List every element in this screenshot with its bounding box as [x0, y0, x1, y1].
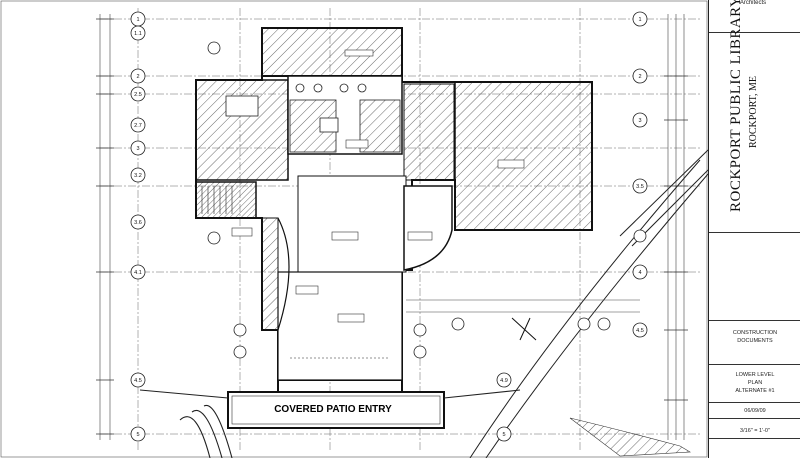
planting-area — [569, 417, 691, 457]
hatched-room-east — [454, 81, 593, 231]
stair-treads — [201, 186, 233, 214]
grid-bubble-labels: 1 1.1 2 2.5 2.7 3 3.2 3.6 4.1 4.5 5 1 2 3 3.5 4… — [134, 17, 644, 438]
dimension-ticks — [96, 18, 688, 435]
mechanical-room — [261, 27, 403, 77]
west-wall-thick — [261, 217, 279, 331]
svg-text:3.2: 3.2 — [134, 173, 142, 179]
svg-text:5: 5 — [502, 432, 505, 438]
dimension-lines — [99, 14, 685, 440]
grid-bubbles — [130, 11, 648, 442]
dimension-strings — [406, 299, 640, 313]
svg-text:4.1: 4.1 — [134, 270, 142, 276]
sheet-title-line-2: PLAN — [747, 380, 763, 386]
svg-text:2: 2 — [136, 74, 139, 80]
svg-text:3: 3 — [136, 146, 139, 152]
architect-name: Architects — [739, 0, 767, 6]
svg-text:1: 1 — [638, 17, 641, 23]
svg-text:4.5: 4.5 — [636, 328, 644, 334]
curved-wall — [277, 217, 290, 331]
svg-text:3: 3 — [638, 118, 641, 124]
svg-text:4: 4 — [638, 270, 641, 276]
room-tags — [231, 49, 525, 323]
sheet-title-line-1: LOWER LEVEL — [735, 372, 775, 378]
sheet-title-line-3: ALTERNATE #1 — [735, 388, 775, 394]
svg-text:2.7: 2.7 — [134, 123, 142, 129]
sheet-date: 06/09/09 — [744, 408, 766, 414]
svg-text:2: 2 — [638, 74, 641, 80]
svg-text:2.5: 2.5 — [134, 92, 142, 98]
svg-text:3.6: 3.6 — [134, 220, 142, 226]
svg-text:1: 1 — [136, 17, 139, 23]
service-rooms-west — [195, 79, 289, 181]
svg-text:1.1: 1.1 — [134, 31, 142, 37]
svg-text:3.5: 3.5 — [636, 184, 644, 190]
retaining-walls — [139, 389, 521, 458]
project-name: ROCKPORT PUBLIC LIBRARY — [728, 0, 744, 212]
sheet-border — [0, 0, 708, 458]
curved-room — [403, 185, 453, 271]
central-hall — [297, 175, 407, 273]
project-location: ROCKPORT, ME — [748, 75, 759, 148]
hatched-room-northeast — [403, 83, 455, 181]
phase-line-2: DOCUMENTS — [737, 338, 773, 344]
svg-text:4.5: 4.5 — [134, 378, 142, 384]
covered-patio-label: COVERED PATIO ENTRY — [274, 404, 392, 415]
north-arrow — [511, 317, 537, 341]
sheet-scale: 3/16" = 1'-0" — [740, 428, 770, 434]
svg-text:4.9: 4.9 — [500, 378, 508, 384]
phase-line-1: CONSTRUCTION — [732, 330, 778, 336]
svg-text:5: 5 — [136, 432, 139, 438]
fixtures — [225, 83, 367, 133]
covered-patio — [227, 391, 445, 429]
title-block — [708, 0, 800, 458]
